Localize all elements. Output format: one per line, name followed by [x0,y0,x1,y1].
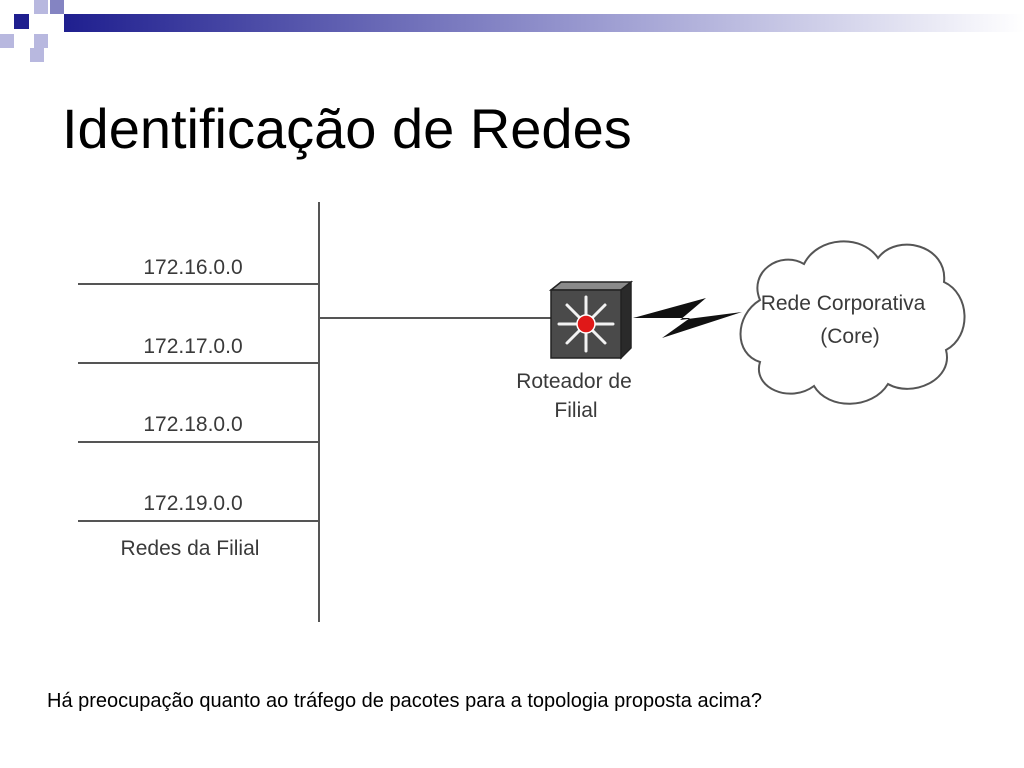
router-label-line1: Roteador de [516,370,632,393]
router-icon [548,280,634,360]
cloud-label-line2: (Core) [820,325,880,348]
router-label-line2: Filial [554,399,597,422]
deco-square-light [30,48,44,62]
branch-networks-label: Redes da Filial [121,537,260,560]
slide-caption: Há preocupação quanto ao tráfego de paco… [47,690,762,712]
deco-square-light [34,0,48,14]
slide-title: Identificação de Redes [62,97,632,160]
cloud-icon [739,240,966,405]
header-gradient-bar [64,14,1024,32]
deco-square-light [0,34,14,48]
cloud-label-line1: Rede Corporativa [761,292,926,315]
network-label: 172.17.0.0 [143,335,242,358]
network-label: 172.19.0.0 [143,492,242,515]
network-diagram: 172.16.0.0 172.17.0.0 172.18.0.0 172.19.… [78,202,966,622]
network-label: 172.18.0.0 [143,413,242,436]
deco-square-dark [50,0,64,14]
network-label: 172.16.0.0 [143,256,242,279]
lightning-icon [633,298,742,338]
slide-decoration [0,0,1024,62]
deco-square-light [34,34,48,48]
deco-square-dark [14,14,29,29]
